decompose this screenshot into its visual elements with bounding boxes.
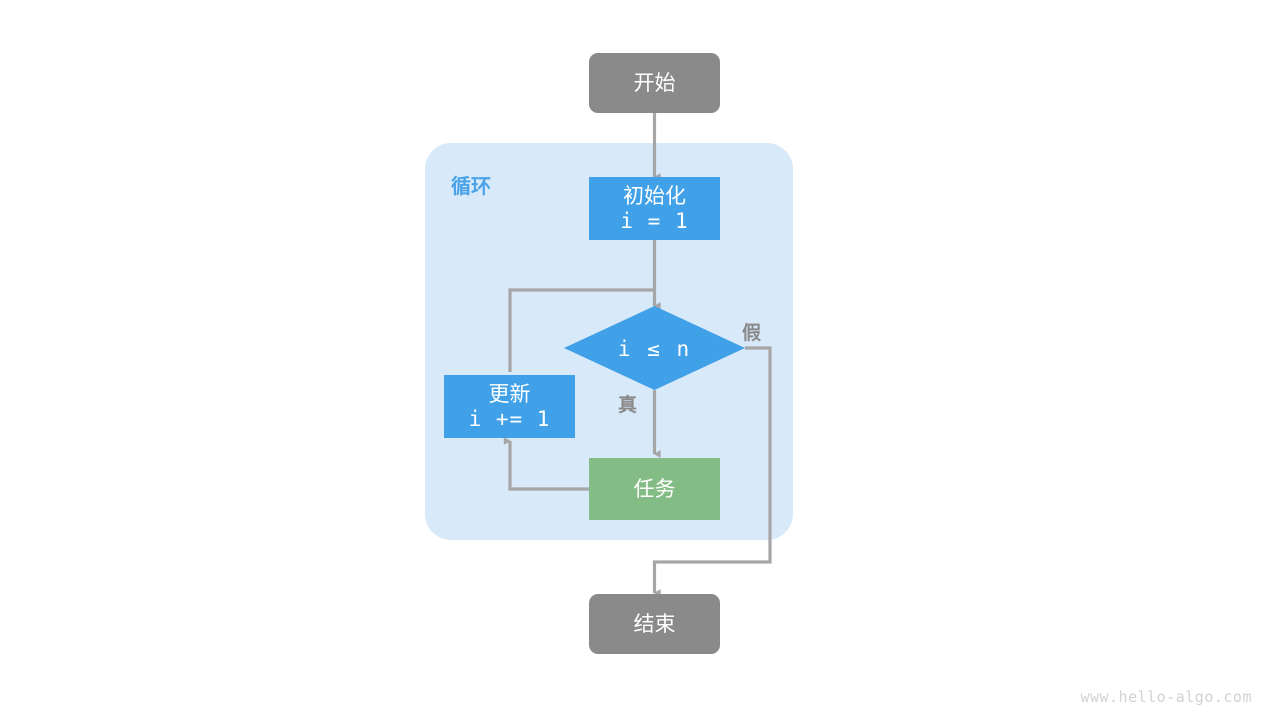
node-start[interactable]: 开始 bbox=[589, 53, 720, 113]
edge-label-false: 假 bbox=[742, 322, 762, 344]
loop-container-label: 循环 bbox=[451, 174, 491, 198]
edge-task-to-update bbox=[503, 437, 589, 491]
edge-condition-false-to-end bbox=[652, 346, 772, 597]
node-end-label: 结束 bbox=[633, 611, 676, 636]
node-update-code: i += 1 bbox=[468, 406, 551, 431]
node-init-code: i = 1 bbox=[620, 208, 689, 233]
edge-label-true: 真 bbox=[618, 394, 638, 416]
edge-update-to-condition bbox=[508, 288, 655, 372]
node-update[interactable]: 更新 i += 1 bbox=[444, 375, 575, 438]
node-end[interactable]: 结束 bbox=[589, 594, 720, 654]
node-update-label: 更新 bbox=[488, 381, 531, 406]
condition-label: i ≤ n bbox=[617, 337, 692, 361]
node-init-label: 初始化 bbox=[623, 183, 686, 208]
node-task-label: 任务 bbox=[633, 476, 676, 501]
condition-diamond-shape bbox=[564, 306, 745, 390]
node-task[interactable]: 任务 bbox=[589, 458, 720, 520]
node-start-label: 开始 bbox=[633, 70, 676, 95]
watermark: www.hello-algo.com bbox=[1080, 688, 1252, 706]
node-init[interactable]: 初始化 i = 1 bbox=[589, 177, 720, 240]
